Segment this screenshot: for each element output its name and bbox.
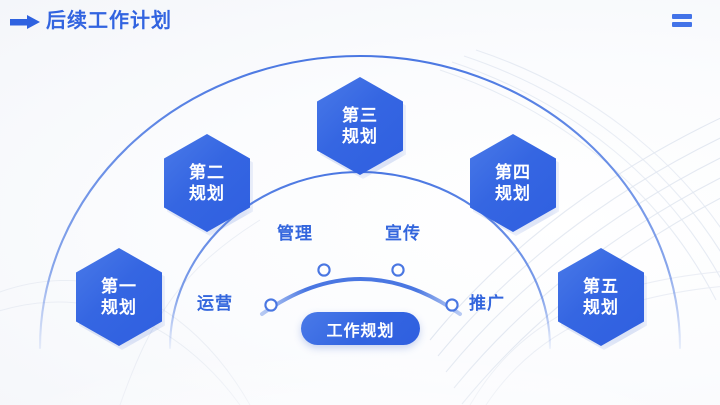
outer-arc [38,54,682,350]
hexagon-node-2-line2: 规划 [189,184,225,203]
inner-label-xuanchuan[interactable]: 宣传 [385,224,421,243]
page-title: 后续工作计划 [46,10,172,32]
inner-arc [260,277,462,316]
hexagon-node-3-line2: 规划 [342,127,378,146]
center-pill-label: 工作规划 [326,322,395,340]
right-arrow-icon [10,15,40,29]
inner-arc-node-4[interactable] [445,298,459,312]
hexagon-node-3-line1: 第三 [342,106,378,125]
inner-arc-node-3[interactable] [391,263,405,277]
hexagon-node-1-line2: 规划 [101,298,137,317]
hexagon-node-5-line1: 第五 [583,277,619,296]
menu-bar-2 [672,22,692,27]
slide-header: 后续工作计划 [0,0,720,42]
equals-menu-icon[interactable] [672,14,692,28]
hexagon-node-4-line1: 第四 [495,163,531,182]
menu-bar-1 [672,14,692,19]
inner-label-yunying[interactable]: 运营 [197,294,233,313]
inner-label-tuiguang[interactable]: 推广 [469,294,505,313]
inner-label-guanli[interactable]: 管理 [277,224,313,243]
hexagon-node-1-line1: 第一 [101,277,137,296]
hexagon-node-5-line2: 规划 [583,298,619,317]
hexagon-node-4-line2: 规划 [495,184,531,203]
hexagon-node-3[interactable]: 第三 规划 [317,77,403,175]
inner-arc-node-2[interactable] [317,263,331,277]
inner-arc-node-group [264,263,459,312]
hexagon-node-1[interactable]: 第一 规划 [76,248,162,346]
inner-arc-node-1[interactable] [264,298,278,312]
hexagon-node-2-line1: 第二 [189,163,225,182]
center-pill-button[interactable]: 工作规划 [301,312,420,345]
